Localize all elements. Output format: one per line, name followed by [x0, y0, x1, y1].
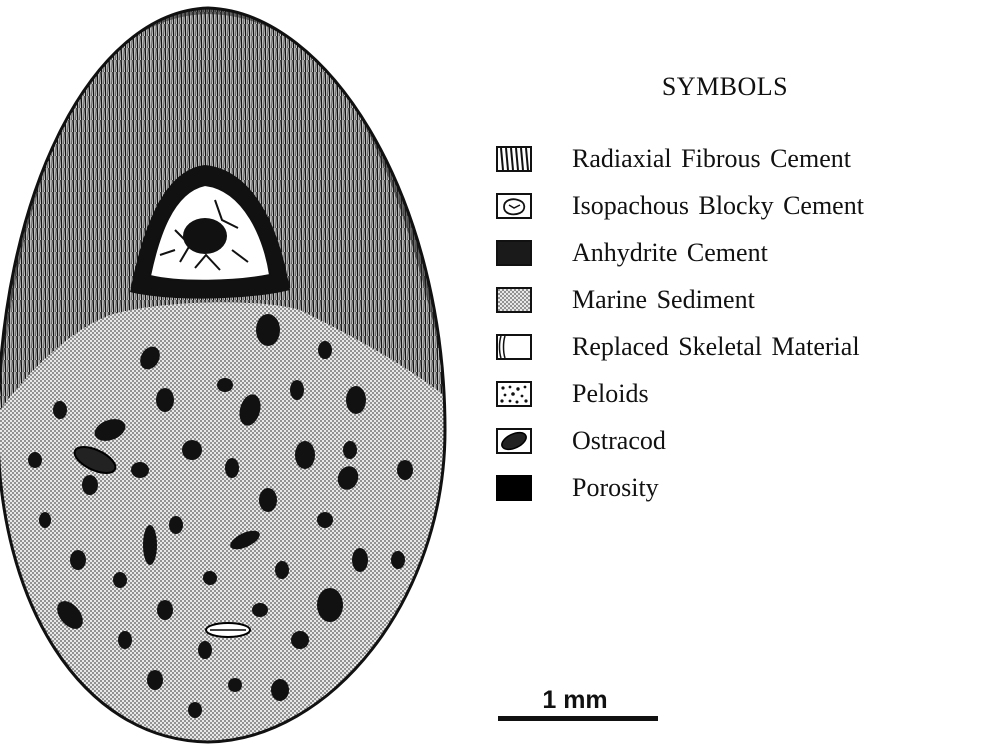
scale-bar [498, 716, 658, 721]
legend-label: Marine Sediment [572, 283, 755, 317]
scale-bar-label: 1 mm [490, 686, 660, 715]
legend-item-isopachous-blocky-cement: Isopachous Blocky Cement [496, 189, 976, 223]
ostracod-swatch-icon [496, 428, 532, 454]
replaced-skeletal-material-swatch-icon [496, 334, 532, 360]
peloids-swatch-icon [496, 381, 532, 407]
legend-item-replaced-skeletal-material: Replaced Skeletal Material [496, 330, 976, 364]
legend-item-peloids: Peloids [496, 377, 976, 411]
anhydrite-core [183, 218, 227, 254]
legend-item-anhydrite-cement: Anhydrite Cement [496, 236, 976, 270]
legend-label: Isopachous Blocky Cement [572, 189, 864, 223]
marine-sediment-swatch-icon [496, 287, 532, 313]
legend-item-porosity: Porosity [496, 471, 976, 505]
legend-label: Radiaxial Fibrous Cement [572, 142, 851, 176]
legend-label: Replaced Skeletal Material [572, 330, 860, 364]
isopachous-blocky-cement-swatch-icon [496, 193, 532, 219]
legend-label: Porosity [572, 471, 659, 505]
legend-label: Ostracod [572, 424, 666, 458]
radiaxial-fibrous-cement-swatch-icon [496, 146, 532, 172]
legend-item-radiaxial-fibrous-cement: Radiaxial Fibrous Cement [496, 142, 976, 176]
legend-label: Peloids [572, 377, 649, 411]
legend-title: SYMBOLS [600, 72, 850, 102]
legend-item-ostracod: Ostracod [496, 424, 976, 458]
anhydrite-cement-swatch-icon [496, 240, 532, 266]
porosity-swatch-icon [496, 475, 532, 501]
legend-item-marine-sediment: Marine Sediment [496, 283, 976, 317]
legend-label: Anhydrite Cement [572, 236, 768, 270]
